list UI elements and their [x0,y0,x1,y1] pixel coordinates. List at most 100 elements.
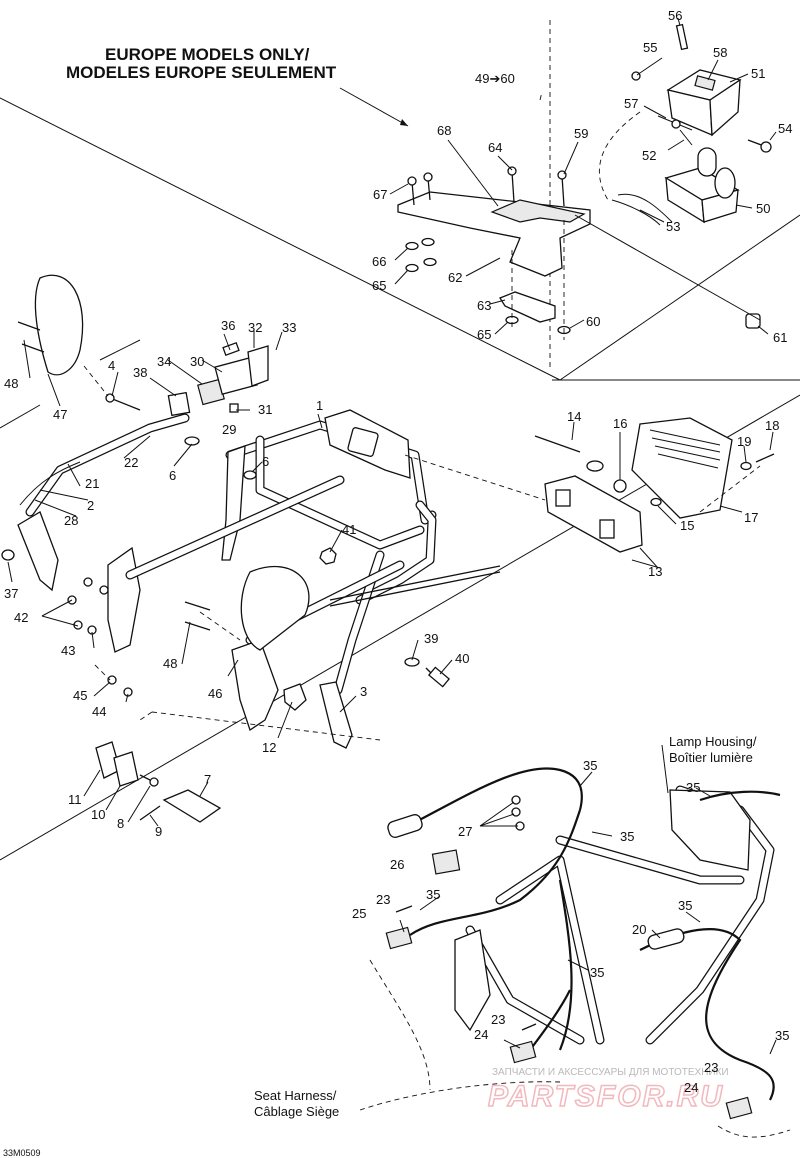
callout-label: 65 [477,327,491,342]
callout-label: 62 [448,270,462,285]
callout-label: 65 [372,278,386,293]
header-line-1: EUROPE MODELS ONLY/ [105,45,310,64]
callout-label: 55 [643,40,657,55]
callout-label: 35 [775,1028,789,1043]
callout-label: 35 [583,758,597,773]
callout-label: 3 [360,684,367,699]
callout-label: 34 [157,354,171,369]
lamp-housing-note: Lamp Housing/ Boîtier lumière [669,734,757,765]
callout-labels: 56 55 58 51 57 54 52 50 53 68 64 59 67 6… [4,8,792,1095]
callout-label: 63 [477,298,491,313]
callout-label: 2 [87,498,94,513]
callout-label: 21 [85,476,99,491]
callout-label: 8 [117,816,124,831]
range-reference: 49➔60 [475,71,515,86]
watermark: ЗАПЧАСТИ И АКСЕССУАРЫ ДЛЯ МОТОТЕХНИКИ PA… [487,1067,729,1114]
callout-label: 16 [613,416,627,431]
callout-label: 7 [204,772,211,787]
europe-hitch-assembly [397,17,772,340]
header-block: EUROPE MODELS ONLY/ MODELES EUROPE SEULE… [66,45,337,82]
callout-label: 32 [248,320,262,335]
callout-label: 53 [666,219,680,234]
callout-label: 59 [574,126,588,141]
callout-label: 48 [163,656,177,671]
callout-label: 56 [668,8,682,23]
watermark-text: ЗАПЧАСТИ И АКСЕССУАРЫ ДЛЯ МОТОТЕХНИКИ [492,1067,729,1078]
callout-label: 35 [590,965,604,980]
callout-label: 36 [221,318,235,333]
callout-label: 66 [372,254,386,269]
callout-label: 20 [632,922,646,937]
switch-bracket-parts [95,741,222,823]
seat-frame-assembly [1,274,501,749]
tail-light-assembly [404,417,775,569]
callout-label: 27 [458,824,472,839]
callout-label: 52 [642,148,656,163]
callout-label: 57 [624,96,638,111]
callout-label: 67 [373,187,387,202]
callout-label: 23 [376,892,390,907]
callout-label: 1 [316,398,323,413]
callout-label: 35 [620,829,634,844]
callout-label: 13 [648,564,662,579]
callout-label: 25 [352,906,366,921]
callout-label: 24 [474,1027,488,1042]
callout-label: 9 [155,824,162,839]
watermark-brand: PARTSFOR.RU [488,1080,724,1113]
callout-label: 44 [92,704,106,719]
callout-label: 28 [64,513,78,528]
callout-label: 23 [491,1012,505,1027]
callout-label: 46 [208,686,222,701]
callout-label: 48 [4,376,18,391]
callout-label: 30 [190,354,204,369]
seat-harness-label: Seat Harness/ [254,1088,337,1103]
callout-label: 47 [53,407,67,422]
callout-label: 18 [765,418,779,433]
wiring-harness [359,767,791,1138]
callout-label: 26 [390,857,404,872]
callout-label: 11 [68,792,82,807]
callout-label: 29 [222,422,236,437]
callout-label: 19 [737,434,751,449]
callout-label: 35 [686,780,700,795]
leader-lines [7,57,777,1055]
seat-harness-label-fr: Câblage Siège [254,1104,339,1119]
callout-label: 50 [756,201,770,216]
callout-label: 31 [258,402,272,417]
callout-label: 58 [713,45,727,60]
callout-label: 37 [4,586,18,601]
callout-label: 43 [61,643,75,658]
callout-label: 60 [586,314,600,329]
callout-label: 40 [455,651,469,666]
callout-label: 35 [426,887,440,902]
lamp-housing-label: Lamp Housing/ [669,734,757,749]
callout-label: 10 [91,807,105,822]
seat-harness-note: Seat Harness/ Câblage Siège [254,1088,339,1119]
header-line-2: MODELES EUROPE SEULEMENT [66,63,337,82]
callout-label: 68 [437,123,451,138]
callout-label: 14 [567,409,581,424]
callout-label: 22 [124,455,138,470]
figure-code: 33M0509 [3,1148,41,1158]
callout-label: 38 [133,365,147,380]
callout-label: 17 [744,510,758,525]
callout-label: 24 [684,1080,698,1095]
callout-label: 12 [262,740,276,755]
callout-label: 61 [773,330,787,345]
callout-label: 51 [751,66,765,81]
callout-label: 42 [14,610,28,625]
callout-label: 6 [262,454,269,469]
callout-label: 15 [680,518,694,533]
callout-label: 41 [342,522,356,537]
callout-label: 23 [704,1060,718,1075]
callout-label: 6 [169,468,176,483]
callout-label: 4 [108,358,115,373]
callout-label: 33 [282,320,296,335]
callout-label: 35 [678,898,692,913]
callout-label: 64 [488,140,502,155]
callout-label: 54 [778,121,792,136]
lamp-housing-label-fr: Boîtier lumière [669,750,753,765]
callout-label: 39 [424,631,438,646]
callout-label: 45 [73,688,87,703]
